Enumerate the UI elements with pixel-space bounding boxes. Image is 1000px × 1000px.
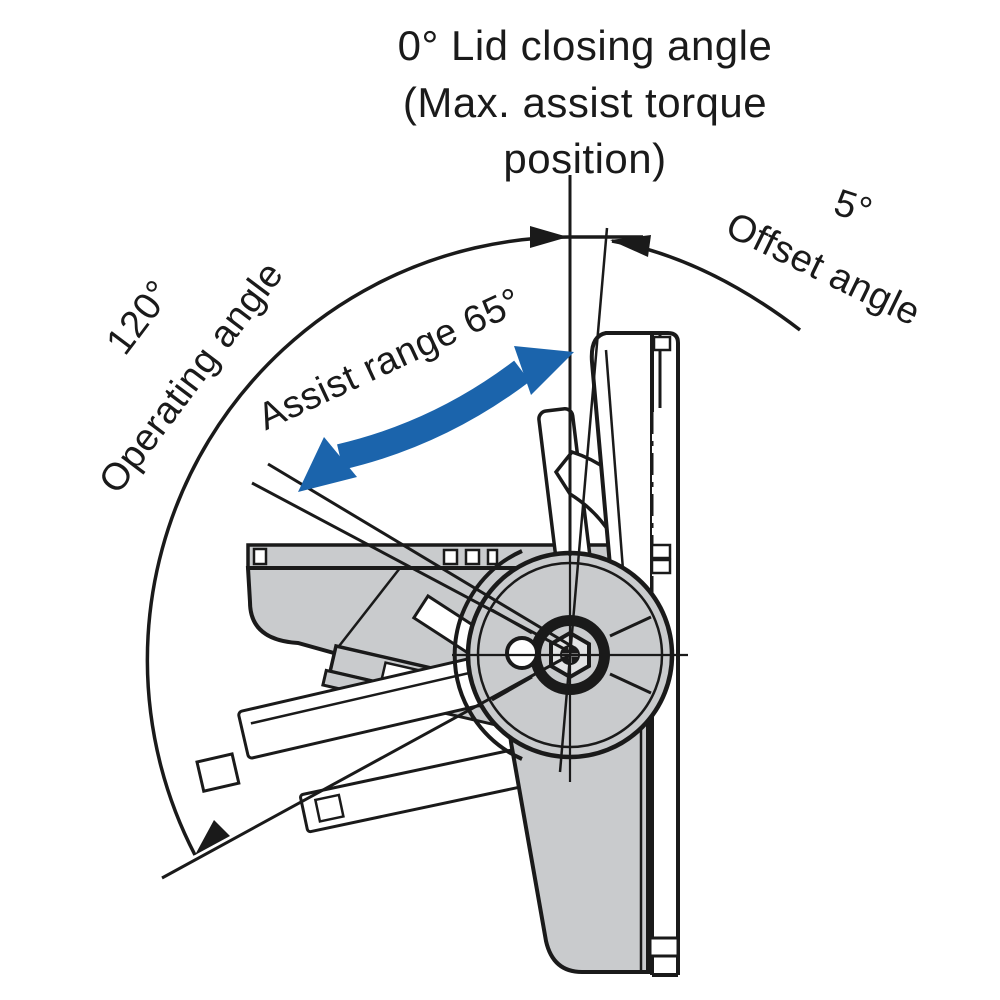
offset-arrowhead [610, 235, 651, 257]
arc-arrowhead-top [530, 226, 568, 248]
lid-panel-clip [650, 558, 672, 575]
diagram-title: 0° Lid closing angle (Max. assist torque… [378, 18, 793, 188]
lid-panel-clip [652, 335, 672, 352]
operating-angle-arc [145, 226, 643, 856]
arm-rail-slot [486, 548, 499, 566]
hub-side-screw [505, 636, 539, 670]
lid-panel-clip [650, 543, 672, 560]
lid-panel-right-edge [652, 331, 680, 975]
arm-rail-slot [442, 548, 459, 566]
title-line1: 0° Lid closing angle [397, 22, 773, 69]
five-degree-line [558, 227, 609, 773]
offset-angle-arc [610, 235, 802, 332]
assist-range-arrow [298, 346, 574, 492]
title-line2: (Max. assist torque position) [402, 78, 768, 183]
assist-range-radius-line [251, 481, 571, 654]
operating-arc-path [145, 235, 571, 856]
lid-panel-clip [648, 936, 680, 958]
arm-edge-line [335, 567, 401, 651]
open-position-radius-line [161, 653, 571, 880]
hub-spoke [609, 615, 652, 638]
hub-spoke [609, 672, 652, 695]
assist-arrowhead-left [298, 437, 357, 492]
ghost-slot [313, 793, 345, 823]
arm-rail-slot [252, 547, 268, 566]
arm-rail-slot [464, 548, 481, 566]
assist-arrowhead-right [514, 346, 574, 395]
arc-arrowhead-bottom [195, 820, 230, 855]
assist-arrow-band [337, 360, 530, 470]
assist-range-radius-line2 [267, 462, 574, 649]
ghost-end-block [195, 752, 241, 794]
